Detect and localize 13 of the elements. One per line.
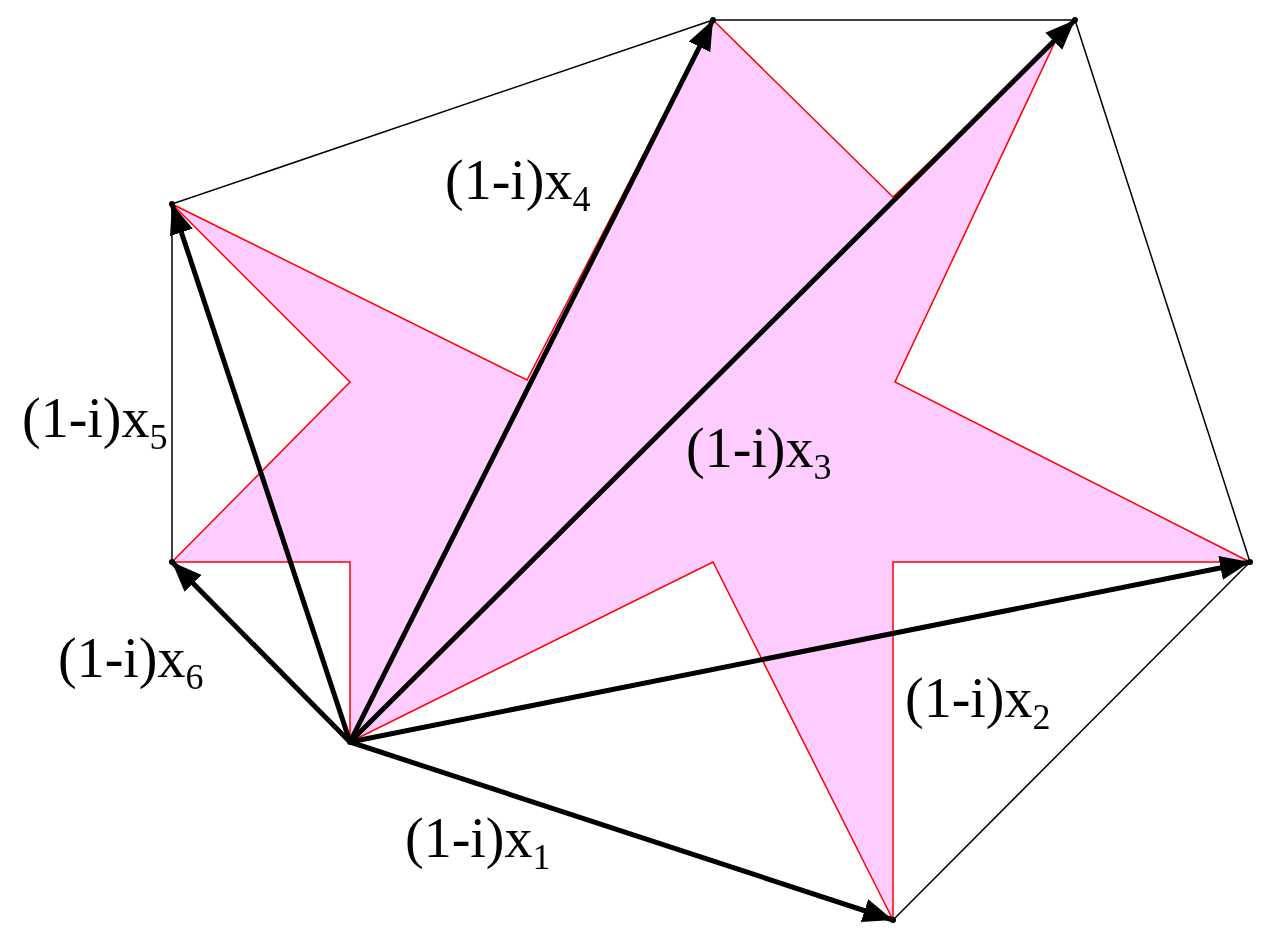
vertex-point [710, 17, 716, 23]
edge-label: (1-i)x$_{2}$ [905, 668, 1051, 738]
vertex-point [169, 559, 175, 565]
vertex-point [1072, 17, 1078, 23]
vertex-point [169, 201, 175, 207]
vertex-point [890, 917, 896, 923]
vertex-point [1247, 559, 1253, 565]
edge-label: (1-i)x$_{6}$ [58, 628, 204, 698]
edge-label: (1-i)x$_{1}$ [405, 808, 551, 878]
edge-label: (1-i)x$_{5}$ [22, 388, 168, 458]
vertex-point [347, 739, 353, 745]
edge-label: (1-i)x$_{3}$ [686, 418, 832, 488]
edge-label: (1-i)x$_{4}$ [445, 150, 591, 220]
